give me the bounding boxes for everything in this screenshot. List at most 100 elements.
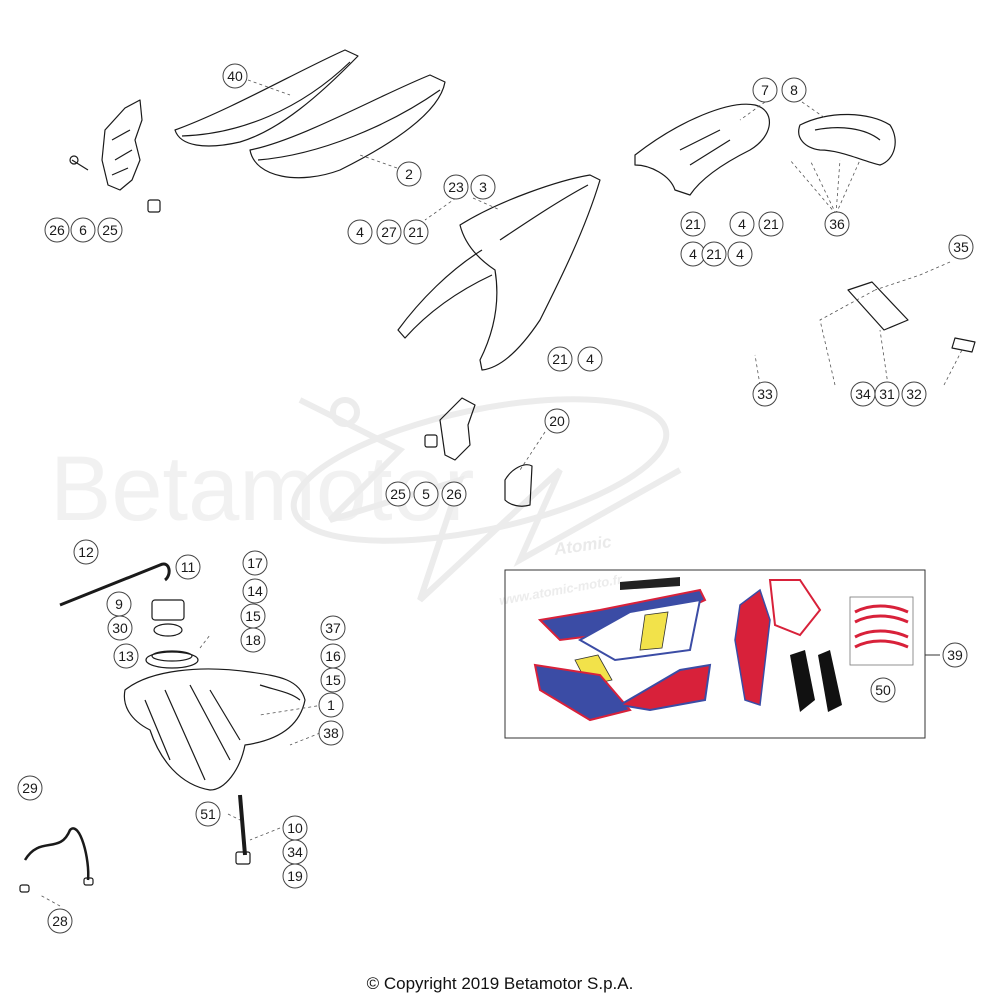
callout-38: 38 [318,720,344,746]
callout-3: 3 [470,174,496,200]
callout-23: 23 [443,174,469,200]
callout-circle [727,241,753,267]
rim-stripes-50 [854,604,909,649]
callout-number: 21 [706,246,722,262]
callout-31: 31 [874,381,900,407]
part-drawings [19,49,976,893]
callout-circle [240,627,266,653]
callout-34: 34 [282,839,308,865]
callout-circle [942,642,968,668]
callout-circle [824,211,850,237]
callout-number: 20 [549,413,565,429]
callout-5: 5 [413,481,439,507]
callout-number: 6 [79,222,87,238]
callout-15: 15 [320,667,346,693]
side-bracket-6 [101,99,143,191]
callout-circle [752,381,778,407]
watermark-brand: Betamotor [50,438,474,540]
callout-circle [17,775,43,801]
number-plate-31 [847,281,909,331]
callout-20: 20 [544,408,570,434]
callout-number: 35 [953,239,969,255]
callout-number: 4 [689,246,697,262]
callout-40: 40 [222,63,248,89]
callout-number: 50 [875,682,891,698]
callout-circle [701,241,727,267]
decal-kit-39 [504,569,940,739]
callout-number: 4 [738,216,746,232]
callout-number: 23 [448,179,464,195]
callout-number: 34 [855,386,871,402]
callout-number: 25 [390,486,406,502]
callout-number: 21 [408,224,424,240]
callout-number: 30 [112,620,128,636]
callout-circle [242,578,268,604]
callout-number: 13 [118,648,134,664]
callout-30: 30 [107,615,133,641]
callout-circle [870,677,896,703]
callout-number: 4 [586,351,594,367]
callout-number: 10 [287,820,303,836]
callout-19: 19 [282,863,308,889]
headlight-mask-8 [798,113,896,166]
callout-26: 26 [44,217,70,243]
callout-circle [901,381,927,407]
callout-number: 15 [245,608,261,624]
callout-37: 37 [320,615,346,641]
callout-27: 27 [376,219,402,245]
callout-15: 15 [240,603,266,629]
callout-33: 33 [752,381,778,407]
callout-circle [729,211,755,237]
callout-number: 26 [446,486,462,502]
callout-circle [396,161,422,187]
callout-number: 16 [325,648,341,664]
callout-circle [242,550,268,576]
callout-29: 29 [17,775,43,801]
callout-circle [781,77,807,103]
rod-12 [59,562,171,607]
callout-number: 15 [325,672,341,688]
callout-circle [107,615,133,641]
callout-17: 17 [242,550,268,576]
callout-circle [320,615,346,641]
callout-number: 9 [115,596,123,612]
callout-21: 21 [701,241,727,267]
callout-number: 19 [287,868,303,884]
callout-number: 21 [685,216,701,232]
callout-36: 36 [824,211,850,237]
callout-50: 50 [870,677,896,703]
callout-13: 13 [113,643,139,669]
callout-number: 17 [247,555,263,571]
callout-25: 25 [97,217,123,243]
decal-shapes [533,577,842,722]
callout-6: 6 [70,217,96,243]
callout-7: 7 [752,77,778,103]
callout-circle [195,801,221,827]
callout-circle [376,219,402,245]
callout-circle [73,539,99,565]
callout-21: 21 [758,211,784,237]
side-bracket-5 [439,397,476,461]
callout-number: 29 [22,780,38,796]
callout-number: 3 [479,179,487,195]
callout-number: 1 [327,697,335,713]
callout-circle [70,217,96,243]
callout-39: 39 [942,642,968,668]
callout-circle [222,63,248,89]
callout-51: 51 [195,801,221,827]
callout-number: 37 [325,620,341,636]
callout-circle [113,643,139,669]
hose-29 [23,827,90,881]
fuel-tank-1 [123,668,306,791]
callout-circle [97,217,123,243]
callout-circle [320,667,346,693]
callout-21: 21 [403,219,429,245]
callout-number: 36 [829,216,845,232]
callout-circle [948,234,974,260]
callout-16: 16 [320,643,346,669]
callout-number: 4 [736,246,744,262]
callout-21: 21 [680,211,706,237]
callout-circle [347,219,373,245]
callout-34: 34 [850,381,876,407]
